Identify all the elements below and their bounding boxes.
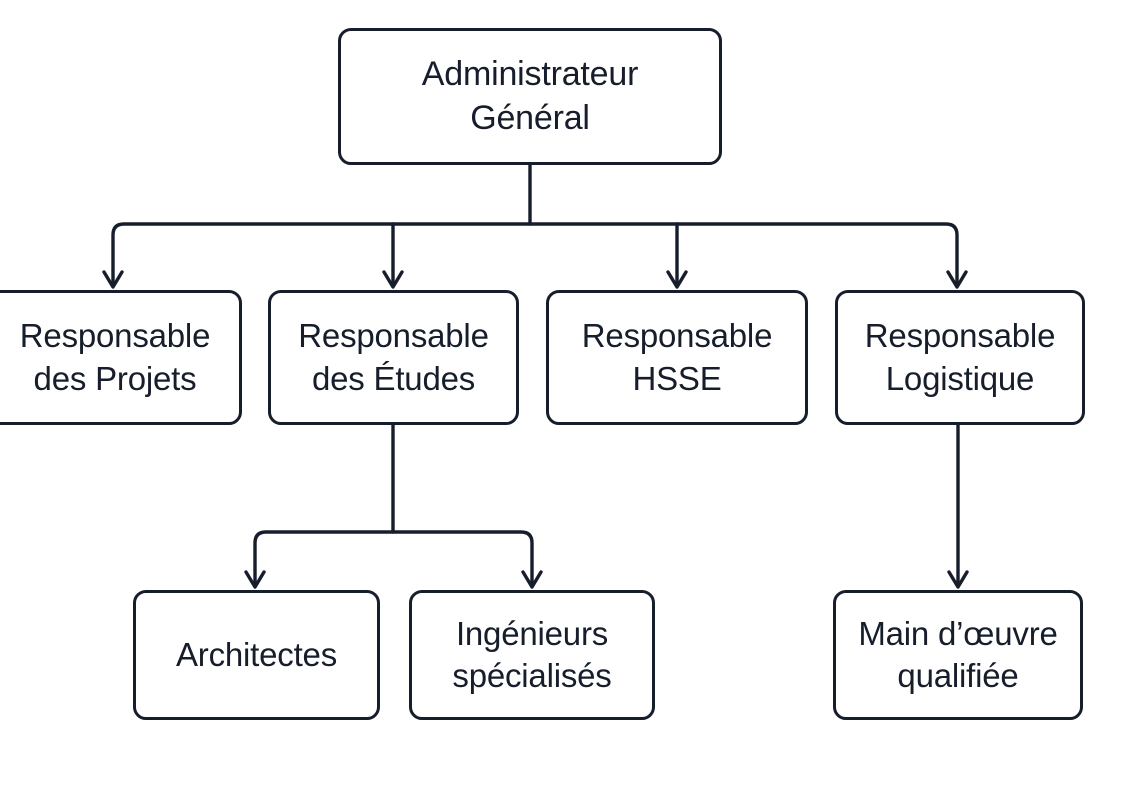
node-responsable-des-etudes[interactable]: Responsable des Études bbox=[268, 290, 519, 425]
arrowhead-etudes bbox=[382, 270, 404, 289]
edge-bus-level2 bbox=[253, 530, 534, 587]
node-responsable-hsse[interactable]: Responsable HSSE bbox=[546, 290, 808, 425]
arrowhead-logistique bbox=[946, 270, 968, 289]
arrowhead-ingenieurs bbox=[521, 570, 543, 589]
node-ingenieurs-specialises[interactable]: Ingénieurs spécialisés bbox=[409, 590, 655, 720]
edge-bus-level1 bbox=[111, 222, 959, 287]
node-responsable-des-projets[interactable]: Responsable des Projets bbox=[0, 290, 242, 425]
node-architectes[interactable]: Architectes bbox=[133, 590, 380, 720]
arrowhead-architectes bbox=[244, 570, 266, 589]
node-main-doeuvre-qualifiee[interactable]: Main d’œuvre qualifiée bbox=[833, 590, 1083, 720]
node-responsable-logistique[interactable]: Responsable Logistique bbox=[835, 290, 1085, 425]
arrowhead-projets bbox=[102, 270, 124, 289]
arrowhead-hsse bbox=[666, 270, 688, 289]
node-administrateur-general[interactable]: Administrateur Général bbox=[338, 28, 722, 165]
arrowhead-main-doeuvre bbox=[947, 570, 969, 589]
